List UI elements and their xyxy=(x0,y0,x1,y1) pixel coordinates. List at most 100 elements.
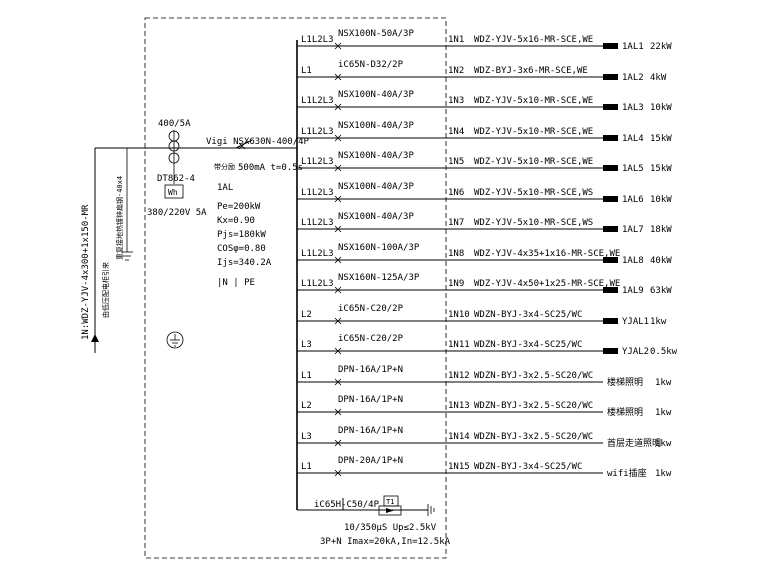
board-n-pe: |N | PE xyxy=(217,278,255,288)
circuit-row: L2 iC65N-C20/2P 1N10 WDZN-BYJ-3x4-SC25/WC YJ… xyxy=(297,304,667,327)
circuit-phase: L2 xyxy=(301,401,312,411)
breaker-cross-icon xyxy=(334,73,342,81)
spd-breaker-model: iC65H-C50/4P xyxy=(314,500,380,510)
circuit-power: 40kW xyxy=(650,256,672,266)
load-panel-icon xyxy=(603,318,618,324)
circuit-phase: L3 xyxy=(301,432,312,442)
circuit-load: 楼梯照明 xyxy=(607,376,643,388)
breaker-cross-icon xyxy=(334,225,342,233)
circuit-cable: WDZN-BYJ-3x2.5-SC20/WC xyxy=(474,401,593,411)
circuit-id: 1N7 xyxy=(448,218,464,228)
circuit-phase: L1L2L3 xyxy=(301,157,334,167)
circuit-breaker: DPN-16A/1P+N xyxy=(338,426,403,436)
circuit-load: 楼梯照明 xyxy=(607,406,643,418)
circuit-power: 4kW xyxy=(650,73,667,83)
kwh-meter-icon xyxy=(164,184,184,199)
breaker-cross-icon xyxy=(334,256,342,264)
circuit-breaker: DPN-16A/1P+N xyxy=(338,365,403,375)
main-breaker-model: Vigi NSX630N-400/4P xyxy=(206,137,310,147)
circuit-power: 22kW xyxy=(650,42,672,52)
load-panel-icon xyxy=(603,165,618,171)
circuit-phase: L1L2L3 xyxy=(301,218,334,228)
circuit-load: YJAL2 xyxy=(622,347,649,357)
board-kx: Kx=0.90 xyxy=(217,216,255,226)
main-breaker: Vigi NSX630N-400/4P 带分励 500mA t=0.5s xyxy=(206,137,310,173)
breaker-cross-icon xyxy=(334,103,342,111)
circuit-phase: L2 xyxy=(301,310,312,320)
circuit-phase: L1 xyxy=(301,371,312,381)
breaker-cross-icon xyxy=(334,195,342,203)
spd-arrow-icon xyxy=(386,508,394,513)
spd-spec-2: 3P+N Imax=20kA,In=12.5kA xyxy=(320,537,451,547)
circuit-phase: L3 xyxy=(301,340,312,350)
breaker-cross-icon xyxy=(334,164,342,172)
circuit-id: 1N8 xyxy=(448,249,464,259)
circuit-power: 1kw xyxy=(655,378,672,388)
circuit-breaker: NSX100N-40A/3P xyxy=(338,151,414,161)
circuit-load: 1AL4 xyxy=(622,134,644,144)
breaker-cross-icon xyxy=(334,42,342,50)
board-summary: 1AL Pe=200kW Kx=0.90 Pjs=180kW COSφ=0.80… xyxy=(217,183,272,288)
circuit-power: 1kw xyxy=(650,317,667,327)
circuit-cable: WDZN-BYJ-3x2.5-SC20/WC xyxy=(474,432,593,442)
circuit-id: 1N11 xyxy=(448,340,470,350)
circuit-breaker: NSX100N-40A/3P xyxy=(338,90,414,100)
incoming-feeder: 1N:WDZ-YJV-4x300+1x150-MR 由低压配电柜引来 重复接地热… xyxy=(81,147,297,353)
circuit-cable: WDZN-BYJ-3x4-SC25/WC xyxy=(474,462,582,472)
circuit-id: 1N5 xyxy=(448,157,464,167)
load-panel-icon xyxy=(603,226,618,232)
load-panel-icon xyxy=(603,196,618,202)
circuit-load: wifi插座 xyxy=(607,467,647,479)
circuit-id: 1N2 xyxy=(448,66,464,76)
circuit-id: 1N10 xyxy=(448,310,470,320)
circuit-phase: L1L2L3 xyxy=(301,188,334,198)
circuit-load: YJAL1 xyxy=(622,317,649,327)
load-panel-icon xyxy=(603,287,618,293)
circuit-load: 1AL2 xyxy=(622,73,644,83)
circuit-power: 10kW xyxy=(650,195,672,205)
load-panel-icon xyxy=(603,74,618,80)
circuit-id: 1N6 xyxy=(448,188,464,198)
circuit-power: 1kw xyxy=(655,439,672,449)
meter-voltage: 380/220V 5A xyxy=(147,208,207,218)
breaker-cross-icon xyxy=(334,439,342,447)
load-panel-icon xyxy=(603,135,618,141)
circuit-breaker: NSX100N-40A/3P xyxy=(338,212,414,222)
breaker-cross-icon xyxy=(334,134,342,142)
circuit-power: 15kW xyxy=(650,164,672,174)
circuit-breaker: iC65N-C20/2P xyxy=(338,334,404,344)
incoming-cable-label: 1N:WDZ-YJV-4x300+1x150-MR xyxy=(81,204,91,340)
board-enclosure xyxy=(144,17,447,559)
ct-rating: 400/5A xyxy=(158,119,191,129)
breaker-cross-icon xyxy=(334,378,342,386)
circuit-load: 1AL1 xyxy=(622,42,644,52)
circuit-load: 1AL5 xyxy=(622,164,644,174)
circuit-load: 首层走道照明 xyxy=(607,437,661,449)
circuit-load: 1AL8 xyxy=(622,256,644,266)
circuit-phase: L1L2L3 xyxy=(301,35,334,45)
circuit-power: 0.5kw xyxy=(650,347,678,357)
circuit-cable: WDZN-BYJ-3x4-SC25/WC xyxy=(474,310,582,320)
board-pjs: Pjs=180kW xyxy=(217,230,266,240)
circuit-load: 1AL6 xyxy=(622,195,644,205)
circuit-id: 1N15 xyxy=(448,462,470,472)
breaker-cross-icon xyxy=(334,317,342,325)
circuit-phase: L1L2L3 xyxy=(301,127,334,137)
incoming-source-note: 由低压配电柜引来 xyxy=(101,262,110,318)
circuit-cable: WDZ-YJV-4x35+1x16-MR-SCE,WE xyxy=(474,249,620,259)
circuit-breaker: iC65N-C20/2P xyxy=(338,304,404,314)
breaker-cross-icon xyxy=(334,286,342,294)
incoming-arrow-icon xyxy=(91,334,99,342)
circuit-power: 1kw xyxy=(655,469,672,479)
circuit-power: 15kW xyxy=(650,134,672,144)
spd-spec-1: 10/350μS Up≤2.5kV xyxy=(344,523,437,533)
